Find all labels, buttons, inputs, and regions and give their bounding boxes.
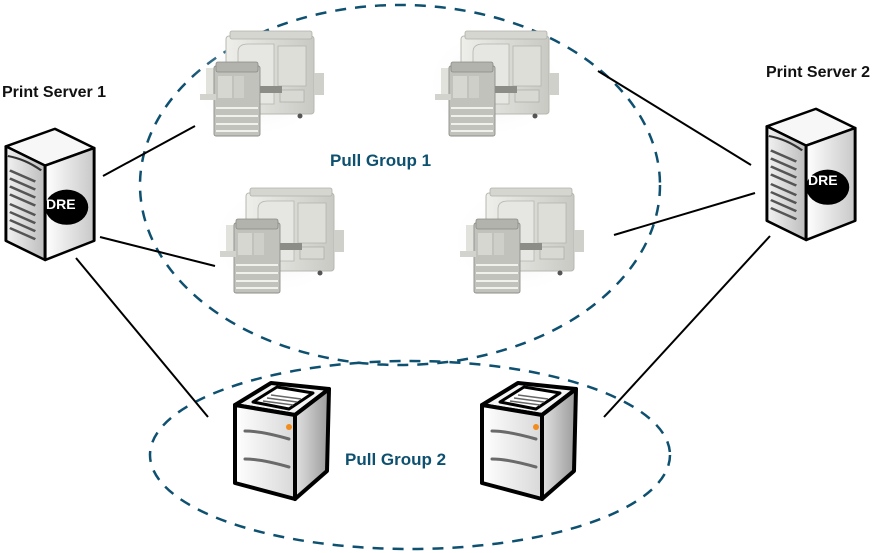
copier-1-icon [189, 27, 331, 139]
dre-badge-2-text: DRE [808, 172, 838, 188]
print-server-2-label: Print Server 2 [766, 64, 871, 81]
dre-badge-1-text: DRE [46, 196, 76, 212]
pull-group-2-boundary [148, 359, 672, 551]
printer-2-icon [480, 381, 578, 501]
connection-ps1-copier1 [102, 125, 196, 177]
dre-badge-2 [806, 169, 850, 205]
connection-ps2-copier2 [597, 70, 752, 166]
connection-ps1-printer1 [75, 257, 209, 418]
copier-2-icon [424, 27, 566, 139]
printer-1-icon [233, 381, 331, 501]
connection-ps2-printer2 [603, 235, 771, 418]
print-server-1-label: Print Server 1 [2, 84, 107, 101]
copier-4-icon [449, 184, 591, 296]
pull-group-1-boundary [138, 3, 662, 367]
connection-ps2-copier4 [613, 192, 756, 236]
connection-ps1-copier3 [99, 236, 216, 267]
print-server-2-icon [765, 107, 857, 242]
pull-group-1-label: Pull Group 1 [330, 151, 432, 170]
dre-badge-1 [45, 189, 89, 225]
print-server-1-icon [4, 127, 96, 262]
pull-group-2-label: Pull Group 2 [345, 450, 447, 469]
copier-3-icon [209, 184, 351, 296]
